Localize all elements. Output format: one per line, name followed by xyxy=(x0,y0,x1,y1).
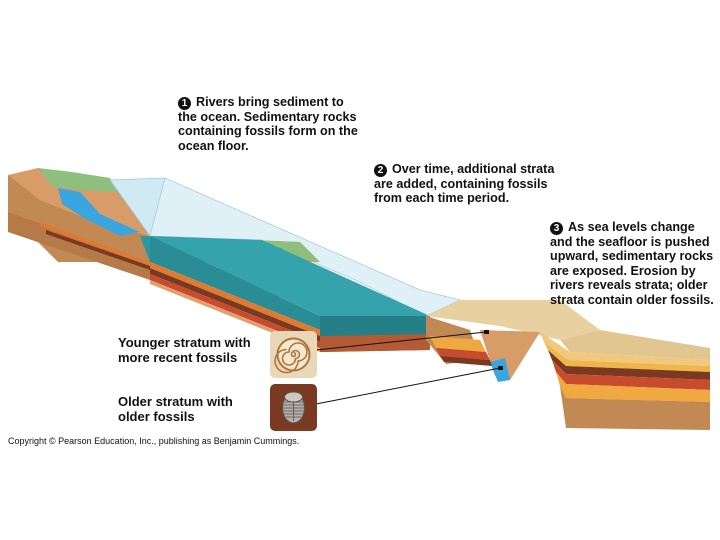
step-2-line-1: Over time, additional strata xyxy=(392,162,554,176)
copyright-notice: Copyright © Pearson Education, Inc., pub… xyxy=(8,436,299,446)
block-3-exposed-strata xyxy=(426,300,710,430)
step-3-number: 3 xyxy=(550,222,563,235)
step-1-line-4: ocean floor. xyxy=(178,139,358,153)
block-3-valley xyxy=(480,330,540,380)
block-2-side-strata xyxy=(320,334,430,352)
step-1-caption: 1 Rivers bring sediment to the ocean. Sed… xyxy=(178,95,358,153)
step-3-line-6: strata contain older fossils. xyxy=(550,293,714,307)
older-pointer-line xyxy=(316,368,500,404)
step-3-line-4: are exposed. Erosion by xyxy=(550,264,714,278)
step-1-number: 1 xyxy=(178,97,191,110)
younger-label-line-1: Younger stratum with xyxy=(118,335,251,350)
trilobite-icon xyxy=(270,384,317,431)
step-2-line-3: from each time period. xyxy=(374,191,554,205)
step-3-line-5: rivers reveals strata; older xyxy=(550,278,714,292)
step-3-line-2: and the seafloor is pushed xyxy=(550,235,714,249)
older-label-line-2: older fossils xyxy=(118,409,233,424)
step-1-line-3: containing fossils form on the xyxy=(178,124,358,138)
older-label-line-1: Older stratum with xyxy=(118,394,233,409)
step-2-line-2: are added, containing fossils xyxy=(374,177,554,191)
step-3-line-3: upward, sedimentary rocks xyxy=(550,249,714,263)
step-2-caption: 2 Over time, additional strata are added,… xyxy=(374,162,554,206)
step-1-line-1: Rivers bring sediment to xyxy=(196,95,344,109)
step-1-line-2: the ocean. Sedimentary rocks xyxy=(178,110,358,124)
older-stratum-label: Older stratum with older fossils xyxy=(118,394,233,424)
step-3-caption: 3 As sea levels change and the seafloor i… xyxy=(550,220,714,307)
step-2-number: 2 xyxy=(374,164,387,177)
younger-label-line-2: more recent fossils xyxy=(118,350,251,365)
younger-stratum-label: Younger stratum with more recent fossils xyxy=(118,335,251,365)
step-3-line-1: As sea levels change xyxy=(568,220,695,234)
ammonite-shell-icon xyxy=(270,331,317,378)
